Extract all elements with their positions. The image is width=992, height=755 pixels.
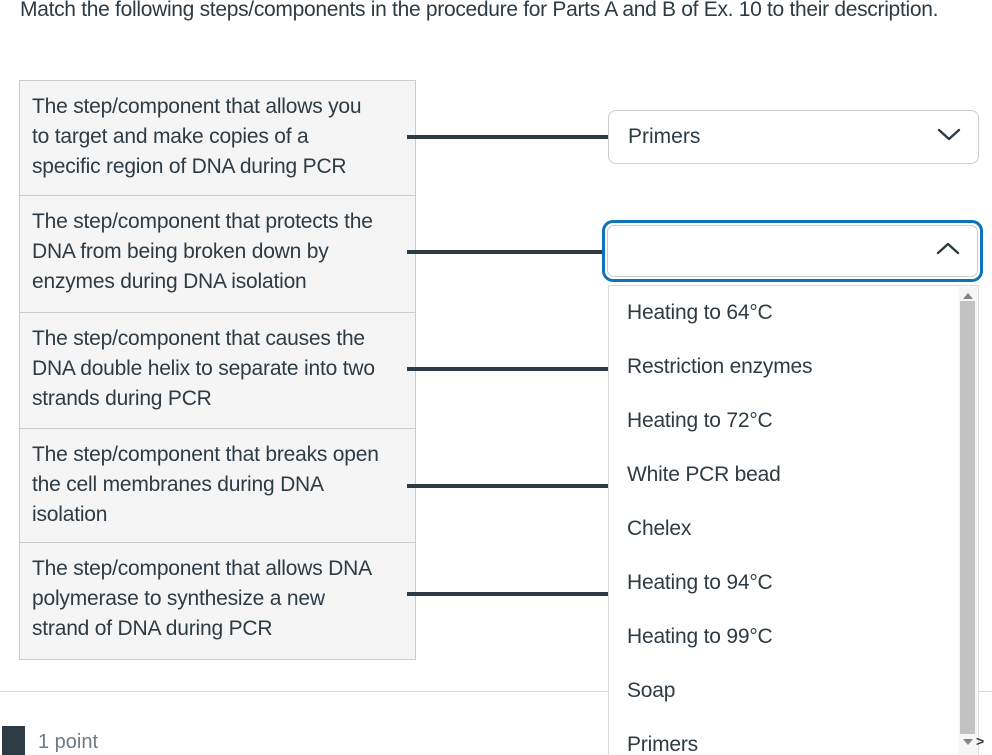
scrollbar-up-arrow-icon[interactable] <box>958 289 977 303</box>
dropdown-scrollbar[interactable] <box>958 287 977 755</box>
prompt-box-1: The step/component that allows you to ta… <box>19 80 416 196</box>
dropdown-option[interactable]: Heating to 72°C <box>627 409 773 432</box>
dropdown-options-list: Heating to 64°C Restriction enzymes Heat… <box>608 285 979 755</box>
connector-line-1 <box>407 135 610 139</box>
chevron-down-icon <box>937 128 961 146</box>
dropdown-option[interactable]: Soap <box>627 679 676 702</box>
chevron-up-icon <box>936 242 960 260</box>
connector-line-2 <box>407 250 605 254</box>
match-select-row2-field[interactable] <box>607 225 978 277</box>
connector-line-3 <box>407 367 610 371</box>
scrollbar-thumb[interactable] <box>960 301 975 734</box>
dropdown-option[interactable]: Heating to 99°C <box>627 625 773 648</box>
prompt-box-2: The step/component that protects the DNA… <box>19 195 416 313</box>
connector-line-4 <box>407 484 610 488</box>
dropdown-option[interactable]: Primers <box>627 733 698 755</box>
prompt-box-3: The step/component that causes the DNA d… <box>19 312 416 429</box>
question-marker <box>2 726 25 755</box>
section-divider <box>0 691 992 692</box>
dropdown-option[interactable]: Heating to 94°C <box>627 571 773 594</box>
match-select-row1[interactable]: Primers <box>608 110 979 164</box>
selected-value: Primers <box>628 125 701 148</box>
points-label: 1 point <box>38 731 99 753</box>
dropdown-option[interactable]: Restriction enzymes <box>627 355 813 378</box>
match-select-row2[interactable] <box>602 220 983 282</box>
question-text: Match the following steps/components in … <box>20 0 939 21</box>
dropdown-option[interactable]: Heating to 64°C <box>627 301 773 324</box>
scroll-right-arrow-icon[interactable]: > <box>976 733 985 749</box>
dropdown-option[interactable]: Chelex <box>627 517 692 540</box>
dropdown-option[interactable]: White PCR bead <box>627 463 781 486</box>
scrollbar-down-arrow-icon[interactable] <box>958 735 977 749</box>
prompt-box-5: The step/component that allows DNA polym… <box>19 542 416 660</box>
prompt-box-4: The step/component that breaks open the … <box>19 428 416 543</box>
connector-line-5 <box>407 592 610 596</box>
